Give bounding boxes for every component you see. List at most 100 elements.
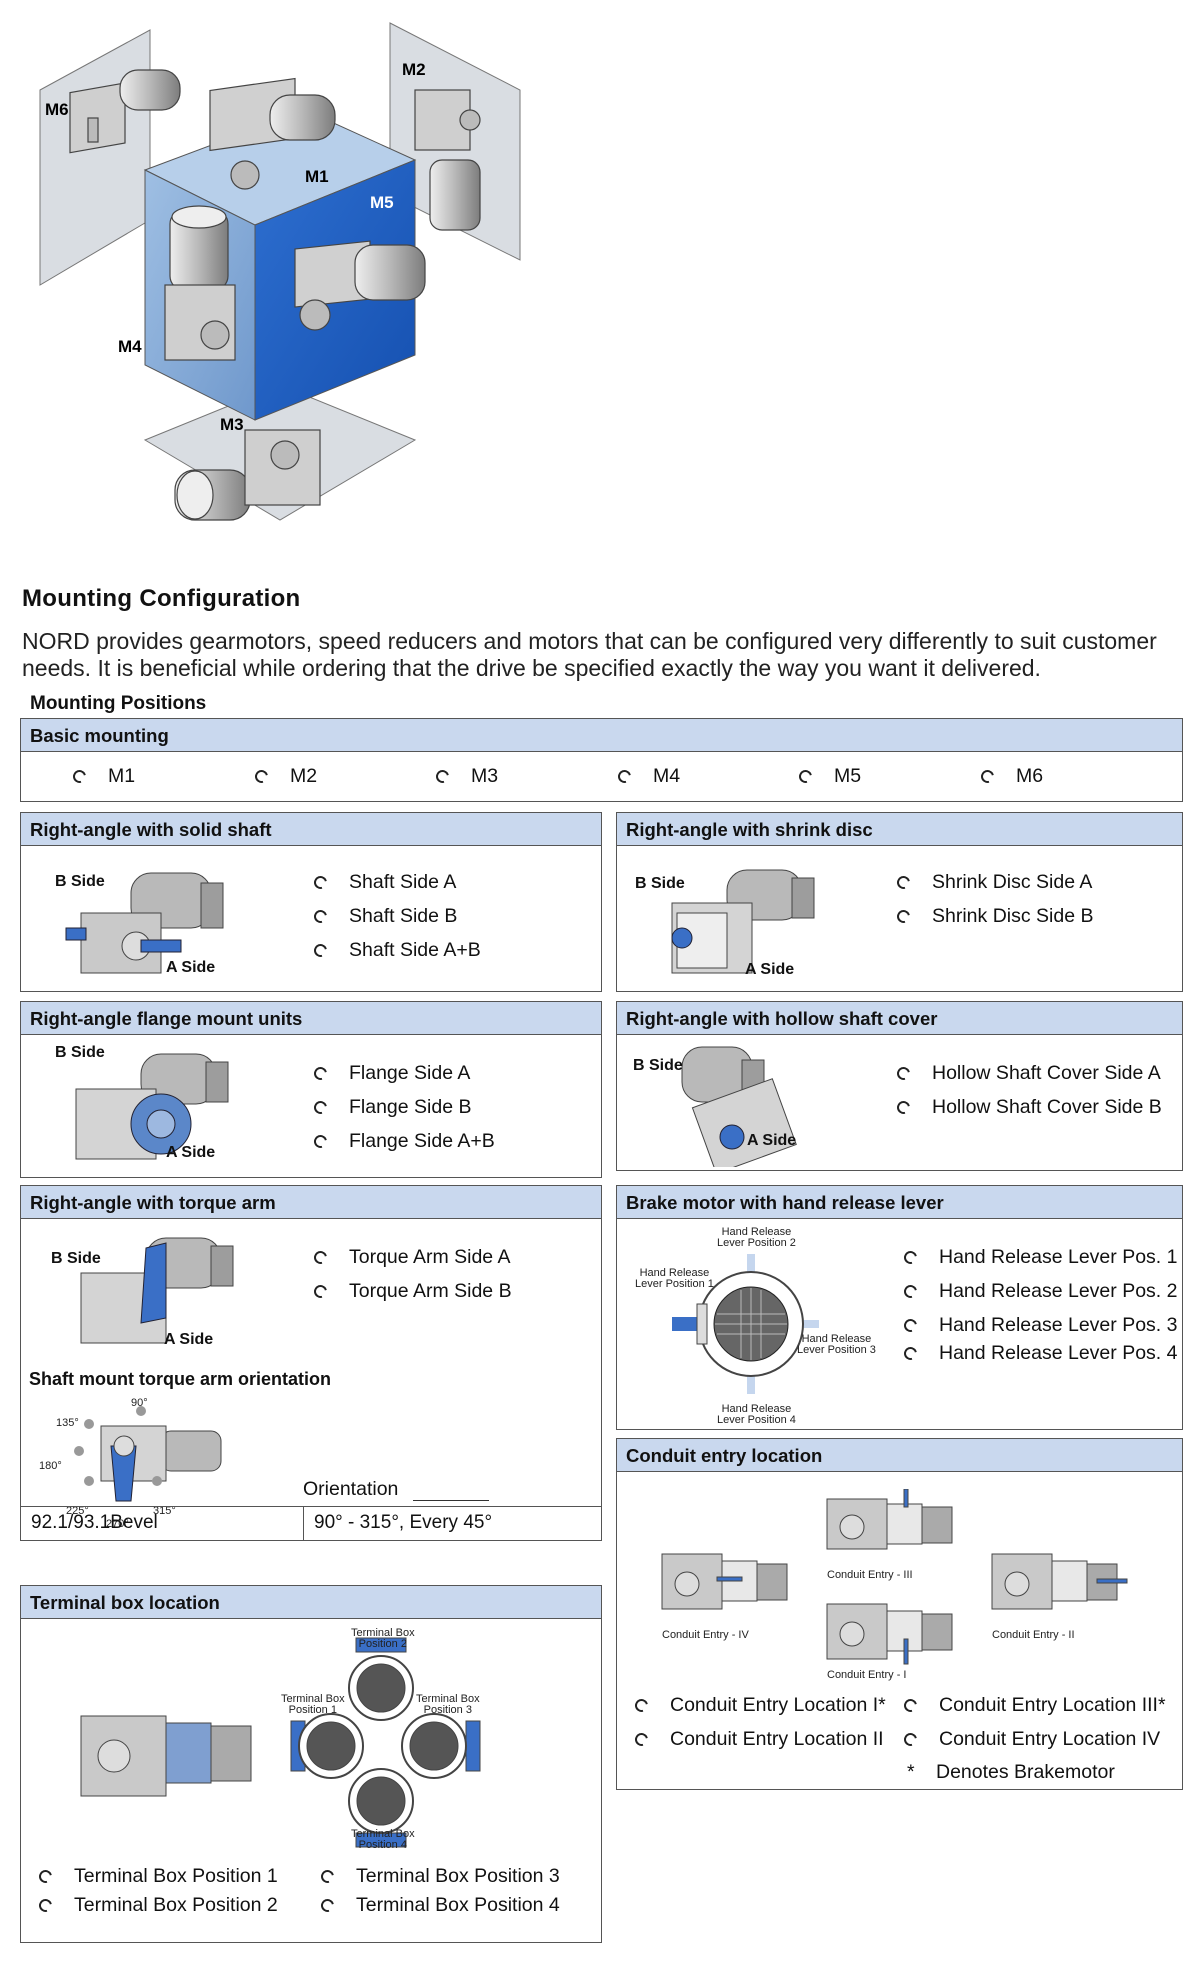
radio-icon [252, 767, 271, 786]
radio-icon [311, 1248, 330, 1267]
solid-shaft-panel: Right-angle with solid shaft B Side A Si… [20, 812, 602, 992]
radio-icon [632, 1696, 651, 1715]
radio-icon [894, 1064, 913, 1083]
orientation-input[interactable] [413, 1500, 489, 1501]
radio-icon [311, 907, 330, 926]
conduit-iii-label: Conduit Entry - III [827, 1569, 913, 1581]
option-lever-pos2[interactable]: Hand Release Lever Pos. 2 [901, 1280, 1177, 1303]
option-terminal-pos3[interactable]: Terminal Box Position 3 [318, 1865, 560, 1888]
option-terminal-pos4[interactable]: Terminal Box Position 4 [318, 1894, 560, 1917]
option-conduit-i[interactable]: Conduit Entry Location I* [632, 1694, 886, 1717]
radio-icon [311, 873, 330, 892]
panel-title: Right-angle with solid shaft [21, 813, 601, 846]
option-flange-side-a[interactable]: Flange Side A [311, 1062, 470, 1085]
brake-motor-panel: Brake motor with hand release lever Hand… [616, 1185, 1183, 1430]
angle-90: 90° [131, 1397, 148, 1409]
orientation-heading: Shaft mount torque arm orientation [29, 1369, 332, 1389]
b-side-label: B Side [635, 875, 685, 892]
panel-title: Right-angle with torque arm [21, 1186, 601, 1219]
option-conduit-iv[interactable]: Conduit Entry Location IV [901, 1728, 1160, 1751]
panel-title: Terminal box location [21, 1586, 601, 1619]
torque-arm-panel: Right-angle with torque arm B Side A Sid… [20, 1185, 602, 1541]
option-conduit-ii[interactable]: Conduit Entry Location II [632, 1728, 884, 1751]
radio-icon [318, 1867, 337, 1886]
angle-180: 180° [39, 1460, 62, 1472]
option-hollow-cover-side-b[interactable]: Hollow Shaft Cover Side B [894, 1096, 1162, 1119]
option-torque-arm-side-b[interactable]: Torque Arm Side B [311, 1280, 512, 1303]
radio-icon [311, 941, 330, 960]
option-m5[interactable]: M5 [796, 765, 861, 788]
radio-icon [894, 873, 913, 892]
radio-icon [901, 1730, 920, 1749]
radio-icon [36, 1867, 55, 1886]
radio-icon [615, 767, 634, 786]
radio-icon [311, 1064, 330, 1083]
option-lever-pos4[interactable]: Hand Release Lever Pos. 4 [901, 1342, 1177, 1365]
panel-title: Right-angle with shrink disc [617, 813, 1182, 846]
b-side-label: B Side [55, 873, 105, 890]
a-side-label: A Side [164, 1331, 214, 1348]
a-side-label: A Side [745, 961, 795, 978]
radio-icon [36, 1896, 55, 1915]
b-side-label: B Side [51, 1250, 101, 1267]
option-shaft-side-a[interactable]: Shaft Side A [311, 871, 456, 894]
b-side-label: B Side [633, 1057, 683, 1074]
option-m6[interactable]: M6 [978, 765, 1043, 788]
conduit-iv-label: Conduit Entry - IV [662, 1629, 749, 1641]
option-shaft-side-b[interactable]: Shaft Side B [311, 905, 457, 928]
option-flange-side-b[interactable]: Flange Side B [311, 1096, 472, 1119]
option-m2[interactable]: M2 [252, 765, 317, 788]
option-conduit-iii[interactable]: Conduit Entry Location III* [901, 1694, 1166, 1717]
label-m6: M6 [45, 100, 69, 119]
a-side-label: A Side [166, 1144, 216, 1161]
option-terminal-pos2[interactable]: Terminal Box Position 2 [36, 1894, 278, 1917]
option-shrink-disc-side-b[interactable]: Shrink Disc Side B [894, 905, 1093, 928]
option-hollow-cover-side-a[interactable]: Hollow Shaft Cover Side A [894, 1062, 1161, 1085]
radio-icon [70, 767, 89, 786]
torque-arm-orientation-diagram [74, 1406, 222, 1502]
option-m4[interactable]: M4 [615, 765, 680, 788]
radio-icon [796, 767, 815, 786]
label-m3: M3 [220, 415, 244, 434]
option-flange-side-ab[interactable]: Flange Side A+B [311, 1130, 495, 1153]
option-m1[interactable]: M1 [70, 765, 135, 788]
label-m5: M5 [370, 193, 394, 212]
option-shaft-side-ab[interactable]: Shaft Side A+B [311, 939, 481, 962]
option-lever-pos1[interactable]: Hand Release Lever Pos. 1 [901, 1246, 1177, 1269]
panel-title: Conduit entry location [617, 1439, 1182, 1472]
shrink-disc-gearmotor-image [671, 869, 815, 974]
terminal-box-diagram [80, 1637, 481, 1848]
panel-title: Right-angle flange mount units [21, 1002, 601, 1035]
option-lever-pos3[interactable]: Hand Release Lever Pos. 3 [901, 1314, 1177, 1337]
radio-icon [311, 1282, 330, 1301]
a-side-label: A Side [747, 1132, 797, 1149]
radio-icon [318, 1896, 337, 1915]
conduit-entry-panel: Conduit entry location Conduit Entry - I… [616, 1438, 1183, 1790]
angle-315: 315° [153, 1505, 176, 1517]
radio-icon [978, 767, 997, 786]
orientation-label: Orientation [303, 1478, 399, 1500]
radio-icon [901, 1282, 920, 1301]
option-torque-arm-side-a[interactable]: Torque Arm Side A [311, 1246, 511, 1269]
brakemotor-note-mark: * [907, 1761, 915, 1783]
option-m3[interactable]: M3 [433, 765, 498, 788]
angle-270: 270° [106, 1518, 129, 1530]
page-title: Mounting Configuration [22, 585, 301, 612]
radio-icon [632, 1730, 651, 1749]
option-shrink-disc-side-a[interactable]: Shrink Disc Side A [894, 871, 1092, 894]
mounting-positions-label: Mounting Positions [30, 693, 207, 714]
radio-icon [311, 1132, 330, 1151]
conduit-entry-diagram [661, 1489, 1128, 1665]
radio-icon [311, 1098, 330, 1117]
flange-gearmotor-image [75, 1053, 229, 1160]
shrink-disc-panel: Right-angle with shrink disc B Side A Si… [616, 812, 1183, 992]
label-m4: M4 [118, 337, 142, 356]
option-terminal-pos1[interactable]: Terminal Box Position 1 [36, 1865, 278, 1888]
torque-arm-gearmotor-image [80, 1237, 234, 1344]
